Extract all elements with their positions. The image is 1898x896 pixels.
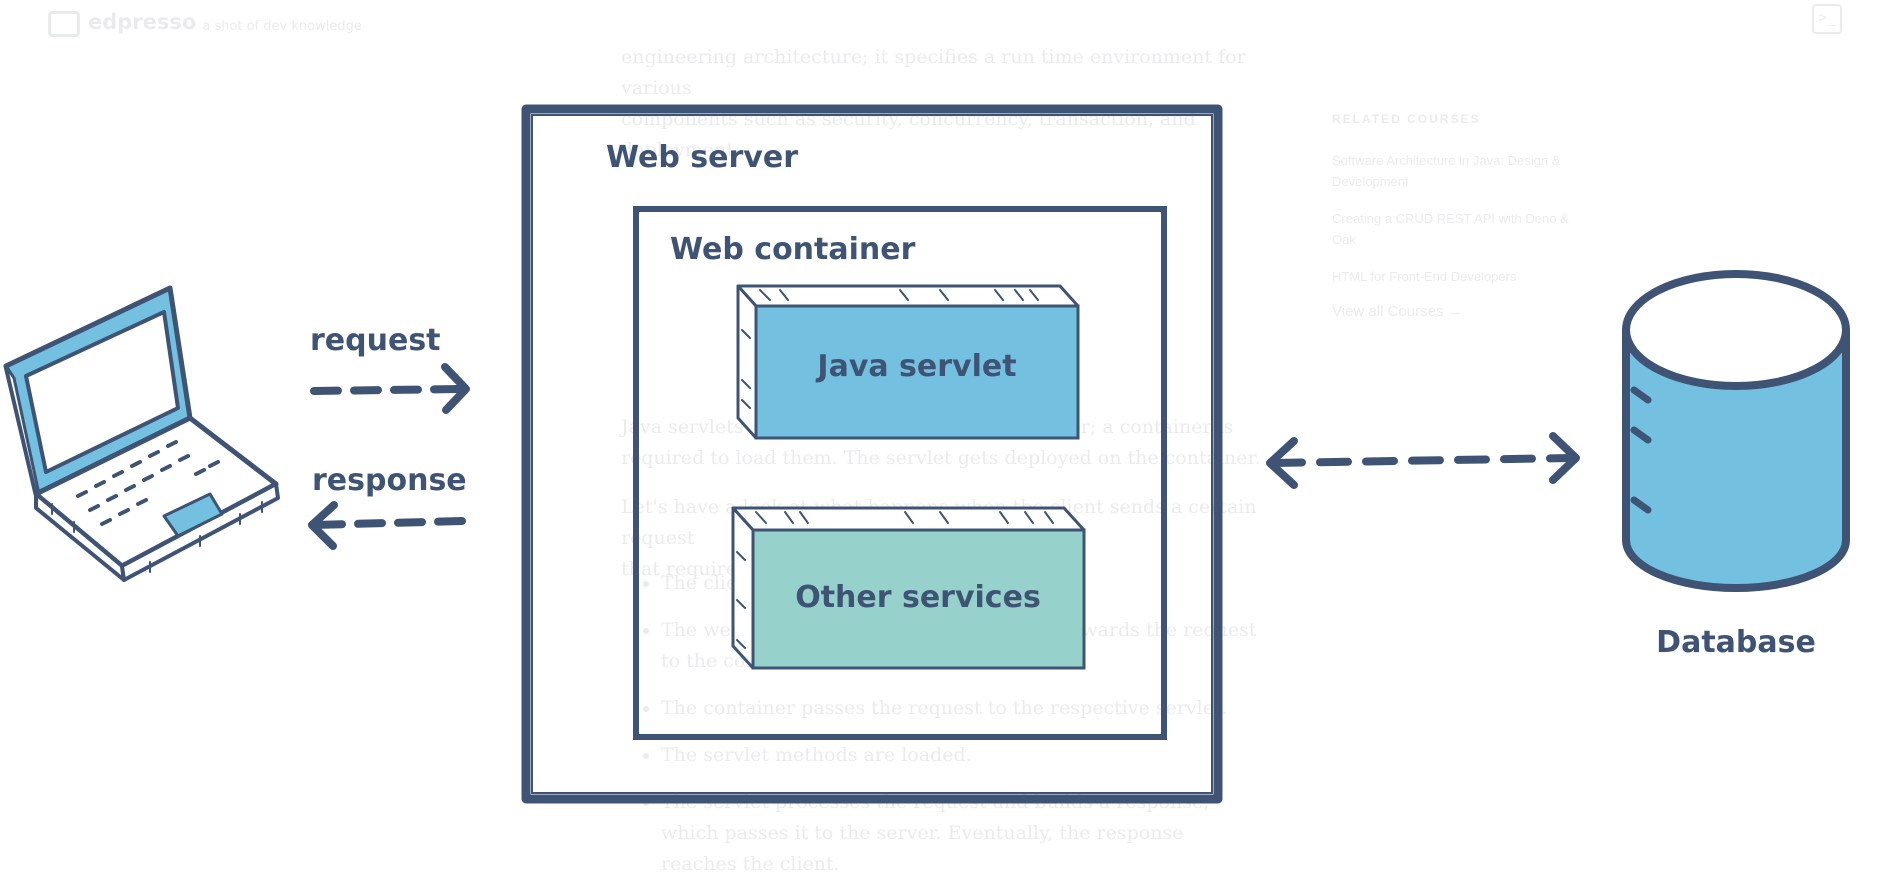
- web-container-box: [633, 206, 1167, 740]
- web-container-label: Web container: [670, 232, 916, 267]
- site-header: edpresso a shot of dev knowledge: [48, 2, 362, 42]
- logo-tagline: a shot of dev knowledge: [202, 18, 362, 34]
- response-arrow: [308, 501, 466, 550]
- other-services-label: Other services: [795, 580, 1041, 615]
- response-label: response: [312, 463, 467, 498]
- database-connection-arrow: [1266, 432, 1580, 489]
- laptop-icon: [3, 285, 280, 582]
- course-link[interactable]: HTML for Front-End Developers: [1332, 269, 1517, 284]
- request-label: request: [310, 323, 441, 358]
- list-item: The servlet methods are loaded.: [661, 740, 1261, 771]
- article-intro-line: engineering architecture; it specifies a…: [621, 46, 1246, 99]
- view-all-courses-link[interactable]: View all Courses →: [1332, 303, 1463, 320]
- java-servlet-block: Java servlet: [736, 284, 1080, 440]
- database-label: Database: [1656, 625, 1816, 660]
- article-line: required to load them. The servlet gets …: [621, 447, 1261, 469]
- database-icon: [1622, 270, 1850, 592]
- other-services-block: Other services: [731, 506, 1086, 670]
- list-item: The container passes the request to the …: [661, 693, 1261, 724]
- logo-cup-icon: [48, 11, 80, 37]
- background-page: edpresso a shot of dev knowledge >_ engi…: [0, 0, 1898, 836]
- related-courses-sidebar: RELATED COURSES Software Architecture in…: [1332, 112, 1572, 320]
- web-server-box: [521, 104, 1223, 804]
- terminal-icon[interactable]: >_: [1812, 4, 1842, 34]
- architecture-diagram: Web server Web container Java servlet: [3, 104, 1850, 804]
- related-courses-heading: RELATED COURSES: [1332, 112, 1481, 126]
- course-link[interactable]: Software Architecture in Java: Design & …: [1332, 153, 1561, 189]
- java-servlet-label: Java servlet: [815, 349, 1016, 384]
- logo-text[interactable]: edpresso: [88, 10, 197, 34]
- course-link[interactable]: Creating a CRUD REST API with Deno & Oak: [1332, 211, 1569, 247]
- request-arrow: [310, 363, 470, 414]
- web-server-label: Web server: [606, 140, 798, 175]
